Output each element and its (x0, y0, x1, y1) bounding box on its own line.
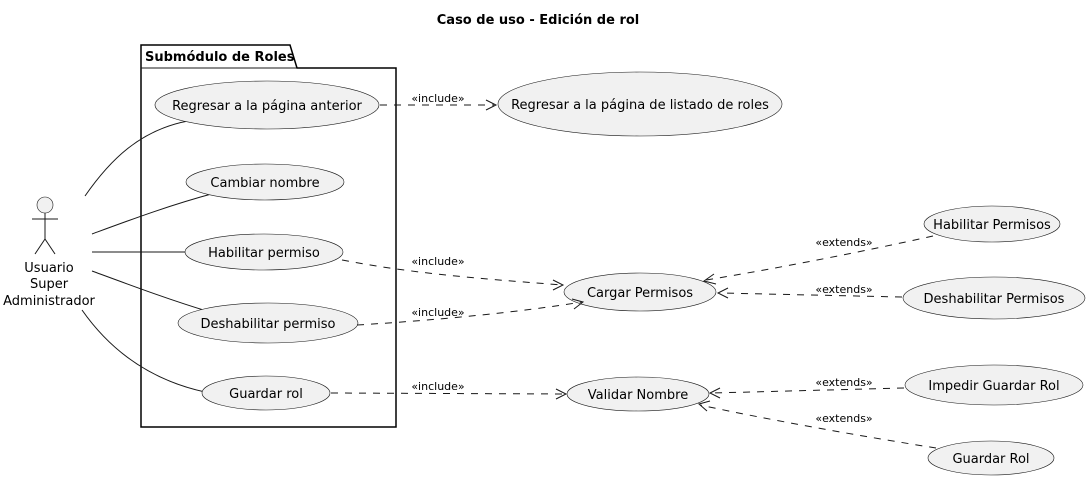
uc-cargar-permisos-label: Cargar Permisos (587, 286, 693, 301)
uc-cambiar-nombre-ellipse (185, 163, 345, 201)
extends-deshabilitar-permisos-line (719, 292, 903, 298)
uc-deshabilitar-permiso-label: Deshabilitar permiso (201, 317, 336, 332)
include-guardar-label: «include» (411, 380, 464, 393)
extends-deshabilitar-permisos-label: «extends» (815, 283, 872, 296)
uc-impedir-guardar-label: Impedir Guardar Rol (928, 379, 1059, 394)
package-label: Submódulo de Roles (145, 50, 295, 65)
uc-deshabilitar-permisos-label: Deshabilitar Permisos (924, 292, 1065, 307)
uc-impedir-guardar: Impedir Guardar Rol (904, 364, 1084, 406)
include-deshabilitar-line (356, 301, 583, 326)
extends-impedir-guardar: «extends» (708, 376, 905, 399)
include-habilitar-label: «include» (411, 255, 464, 268)
uc-habilitar-permisos-ellipse (923, 205, 1061, 243)
uc-validar-nombre: Validar Nombre (566, 376, 710, 412)
extends-deshabilitar-permisos-arrowhead (716, 287, 729, 299)
include-guardar-arrowhead (555, 388, 568, 400)
uc-validar-nombre-label: Validar Nombre (588, 388, 688, 403)
include-deshabilitar-arrowhead (571, 298, 585, 310)
uc-deshabilitar-permiso: Deshabilitar permiso (177, 302, 359, 344)
include-habilitar-arrowhead (552, 279, 565, 291)
extends-guardar-rol-label: «extends» (815, 412, 872, 425)
extends-guardar-rol-line (699, 404, 937, 449)
include-deshabilitar-label: «include» (411, 306, 464, 319)
uc-guardar-rol-ext-ellipse (927, 440, 1055, 476)
include-habilitar: «include» (341, 255, 565, 291)
uc-impedir-guardar-ellipse (904, 364, 1084, 406)
uc-habilitar-permisos: Habilitar Permisos (923, 205, 1061, 243)
actor-usuario-super-administrador: Usuario Super Administrador (3, 196, 96, 309)
actor-label-line-1: Usuario (24, 261, 73, 276)
uc-guardar-rol-label: Guardar rol (229, 387, 303, 402)
extends-impedir-guardar-line (711, 387, 905, 394)
actor-label-line-3: Administrador (3, 294, 95, 309)
extends-habilitar-permisos-label: «extends» (815, 236, 872, 249)
uc-regresar-anterior: Regresar a la página anterior (154, 80, 380, 130)
diagram-title: Caso de uso - Edición de rol (437, 13, 640, 28)
actor-label-line-2: Super (30, 277, 69, 292)
extends-guardar-rol: «extends» (697, 400, 937, 449)
extends-habilitar-permisos: «extends» (702, 235, 934, 285)
uc-cargar-permisos-ellipse (563, 272, 717, 312)
uc-regresar-anterior-ellipse (154, 80, 380, 130)
actor-left-leg (34, 238, 46, 255)
uc-deshabilitar-permisos: Deshabilitar Permisos (902, 276, 1086, 320)
uc-regresar-listado: Regresar a la página de listado de roles (497, 71, 783, 137)
include-regresar: «include» (380, 92, 498, 111)
uc-regresar-listado-ellipse (497, 71, 783, 137)
association-cambiar-nombre (91, 192, 216, 235)
uc-habilitar-permisos-label: Habilitar Permisos (933, 218, 1051, 233)
uc-cambiar-nombre: Cambiar nombre (185, 163, 345, 201)
association-regresar-anterior (84, 120, 189, 197)
uc-habilitar-permiso-ellipse (184, 233, 344, 271)
extends-habilitar-permisos-arrowhead (702, 273, 717, 285)
uc-guardar-rol-ext-label: Guardar Rol (952, 452, 1029, 467)
uc-habilitar-permiso: Habilitar permiso (184, 233, 344, 271)
include-regresar-label: «include» (411, 92, 464, 105)
association-guardar-rol (81, 309, 206, 393)
extends-impedir-guardar-arrowhead (708, 387, 721, 399)
uc-habilitar-permiso-label: Habilitar permiso (208, 246, 320, 261)
include-deshabilitar: «include» (356, 298, 585, 326)
include-guardar: «include» (330, 380, 568, 400)
uc-guardar-rol-ext: Guardar Rol (927, 440, 1055, 476)
include-guardar-line (330, 392, 565, 395)
uc-cambiar-nombre-label: Cambiar nombre (210, 176, 319, 191)
actor-head (36, 196, 54, 214)
uc-guardar-rol-ellipse (201, 375, 331, 411)
uc-deshabilitar-permisos-ellipse (902, 276, 1086, 320)
uc-regresar-listado-label: Regresar a la página de listado de roles (511, 98, 769, 113)
include-regresar-arrowhead (485, 99, 498, 111)
extends-deshabilitar-permisos: «extends» (716, 283, 903, 299)
include-habilitar-line (341, 259, 563, 286)
extends-habilitar-permisos-line (705, 235, 934, 281)
uc-guardar-rol: Guardar rol (201, 375, 331, 411)
uc-regresar-anterior-label: Regresar a la página anterior (172, 99, 362, 114)
extends-impedir-guardar-label: «extends» (815, 376, 872, 389)
actor-right-leg (44, 238, 56, 255)
extends-guardar-rol-arrowhead (697, 400, 711, 412)
uc-deshabilitar-permiso-ellipse (177, 302, 359, 344)
uc-cargar-permisos: Cargar Permisos (563, 272, 717, 312)
association-deshabilitar-permiso (91, 270, 211, 313)
